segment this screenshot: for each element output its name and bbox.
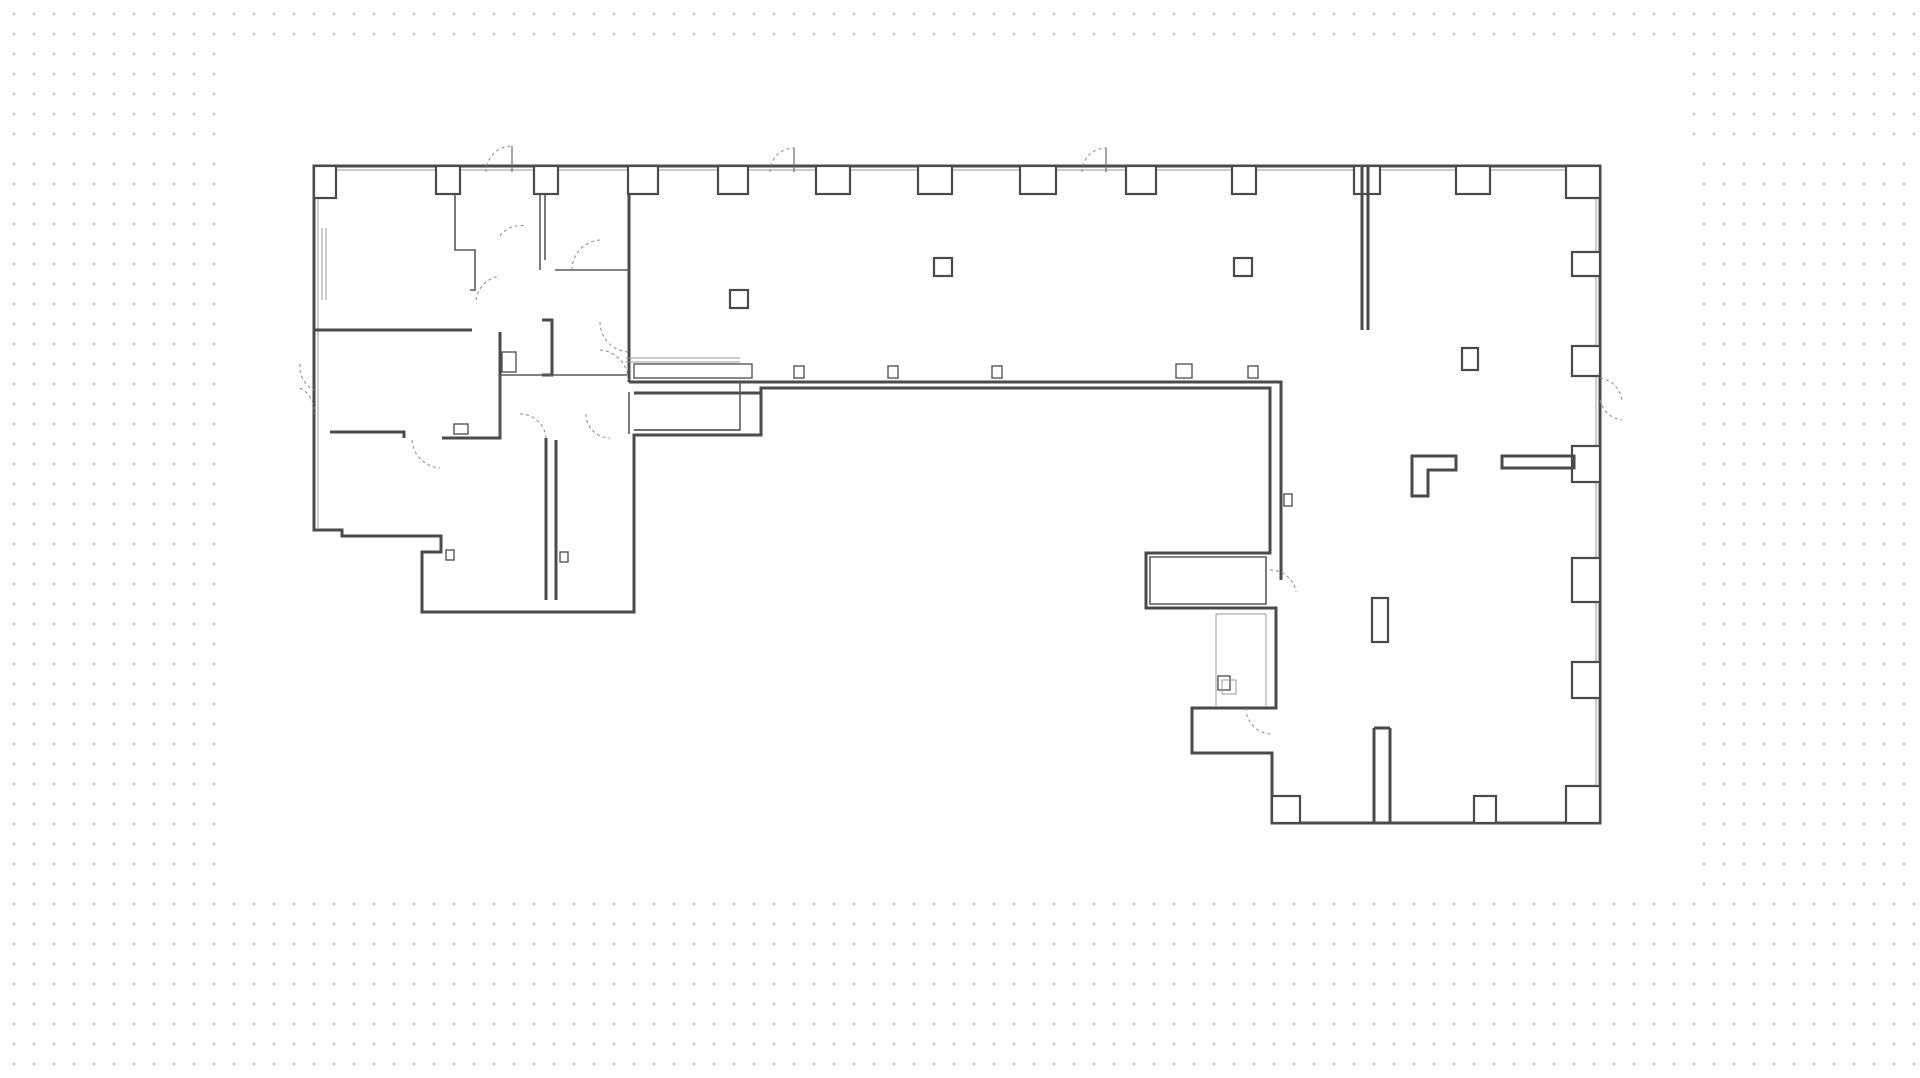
pillar — [1564, 164, 1602, 200]
fixture — [445, 549, 455, 561]
door-swing — [1269, 569, 1297, 593]
sink — [501, 351, 517, 373]
fixture — [793, 365, 805, 379]
door-swing — [585, 413, 611, 439]
door-swing — [1245, 707, 1273, 735]
facade-pillars — [312, 164, 1602, 200]
pillar — [814, 164, 852, 196]
pillar — [1564, 784, 1602, 825]
door-swing — [299, 363, 315, 391]
door-swing — [769, 147, 795, 173]
reception-desk — [1410, 454, 1458, 498]
fixture — [991, 365, 1003, 379]
counter — [633, 363, 753, 379]
pillar — [1124, 164, 1158, 196]
fixture — [453, 423, 469, 435]
glazing-line — [317, 169, 1597, 818]
shelf-line — [626, 357, 740, 363]
corridor-walls — [627, 166, 1283, 608]
dot-grid-left — [0, 150, 230, 890]
pillar — [1230, 164, 1258, 196]
pillar — [1570, 344, 1602, 378]
door-swing — [599, 321, 631, 353]
interior-columns — [728, 166, 1576, 823]
pillar — [434, 164, 462, 196]
column — [1370, 596, 1390, 644]
column — [728, 288, 750, 310]
door-swing — [1599, 377, 1623, 401]
fixture — [887, 365, 899, 379]
perimeter-wall — [312, 164, 1602, 825]
dot-grid-right — [1690, 150, 1920, 890]
fixture — [1175, 363, 1193, 379]
partition-south — [1372, 726, 1392, 823]
west-rooms — [314, 172, 740, 600]
pillar — [626, 164, 660, 196]
fixture — [1247, 365, 1259, 379]
room-divider-2 — [330, 332, 502, 440]
door-swing — [411, 439, 441, 469]
window-line — [321, 228, 327, 300]
column — [1460, 346, 1480, 372]
door-swings — [299, 145, 1623, 735]
pillar — [1570, 444, 1602, 484]
pillar — [916, 164, 954, 196]
pillar — [1454, 164, 1492, 196]
pillar — [716, 164, 750, 196]
service-room — [1215, 613, 1267, 706]
corridor-fixtures — [445, 351, 1293, 691]
pillar — [1472, 794, 1498, 825]
closet-wall — [454, 178, 476, 291]
fixture — [559, 551, 569, 563]
column — [1232, 256, 1254, 278]
pillar — [312, 164, 338, 200]
door-swing — [1599, 399, 1623, 421]
pillar — [1270, 794, 1302, 825]
toilet-block — [542, 318, 554, 377]
corridor-north-wall — [629, 380, 1283, 580]
small-room — [634, 382, 741, 431]
inner-box — [1149, 556, 1267, 605]
door-swing — [475, 275, 501, 301]
pillar — [1570, 250, 1602, 278]
pillar — [1018, 164, 1058, 196]
pillar — [1570, 556, 1602, 604]
dot-grid-bottom — [0, 890, 1920, 1078]
fixture — [1217, 675, 1231, 691]
pillar — [1570, 660, 1602, 700]
door-swing — [519, 413, 547, 439]
column — [932, 256, 954, 278]
door-swing — [485, 145, 513, 173]
corridor-edge — [628, 392, 740, 434]
outer-walls — [312, 164, 1602, 825]
fixture — [1283, 493, 1293, 507]
bath-wall — [499, 374, 627, 438]
door-swing — [1081, 147, 1107, 173]
door-swing — [571, 239, 601, 271]
east-pillars — [1270, 250, 1602, 825]
door-swing — [499, 225, 527, 237]
storage-wall — [544, 438, 558, 600]
sink-outline — [1221, 679, 1237, 695]
partition-east — [1500, 454, 1576, 470]
door-swing — [299, 387, 315, 415]
pillar — [532, 164, 560, 196]
partition-north — [1360, 166, 1370, 330]
west-details — [321, 228, 1267, 706]
